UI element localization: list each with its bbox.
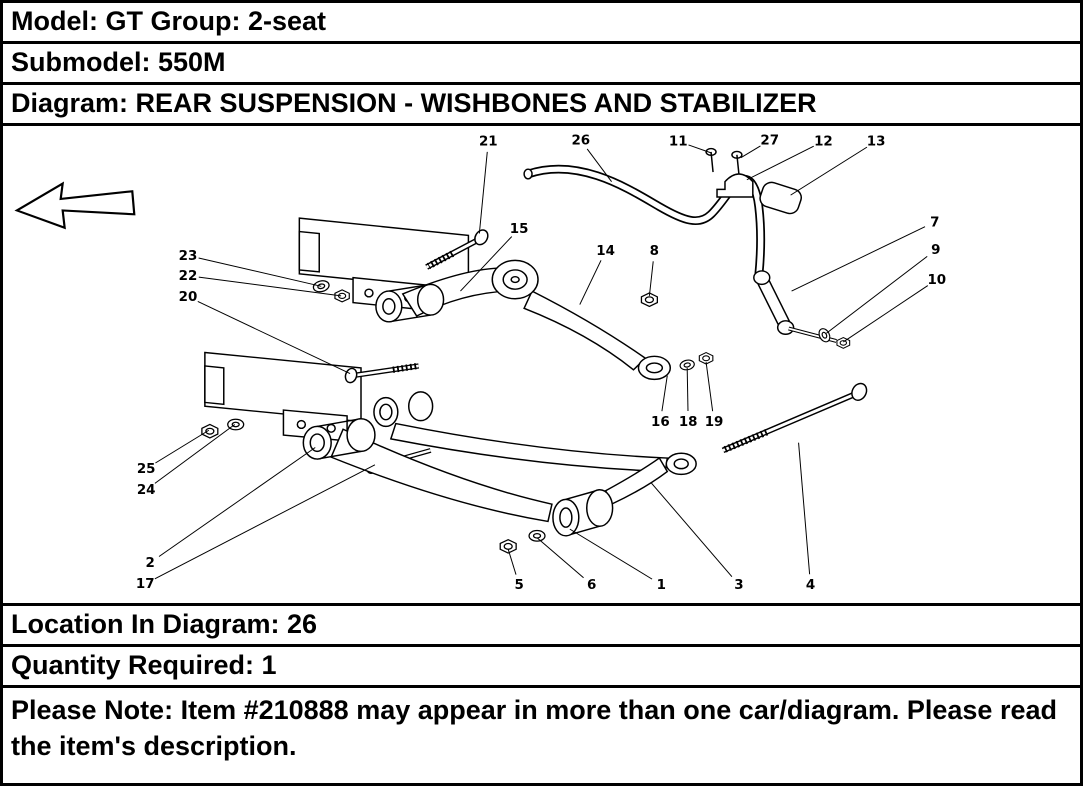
location-line: Location In Diagram: 26 <box>3 606 1080 647</box>
callout-number-3: 3 <box>734 578 743 593</box>
callout-number-12: 12 <box>814 135 833 150</box>
callout-number-25: 25 <box>137 462 156 477</box>
callout-number-18: 18 <box>679 415 698 430</box>
callout-line-1 <box>569 528 653 580</box>
callout-line-10 <box>843 285 929 343</box>
callout-line-11 <box>688 144 712 154</box>
nut-22 <box>334 289 350 303</box>
callout-line-15 <box>460 236 513 292</box>
callout-line-26 <box>586 148 613 182</box>
callout-number-10: 10 <box>927 273 946 288</box>
suspension-diagram: 2126112712131514879102322201618192524217… <box>14 134 946 593</box>
callout-number-27: 27 <box>760 134 779 149</box>
diagram-title-line: Diagram: REAR SUSPENSION - WISHBONES AND… <box>3 85 1080 126</box>
callout-line-19 <box>705 362 714 412</box>
model-line: Model: GT Group: 2-seat <box>3 3 1080 44</box>
callout-number-17: 17 <box>136 577 155 592</box>
callout-number-23: 23 <box>179 249 198 264</box>
callout-number-11: 11 <box>669 135 688 150</box>
stabilizer-clamp <box>705 147 802 215</box>
callout-line-16 <box>661 375 668 412</box>
callout-line-5 <box>507 549 517 575</box>
note-line: Please Note: Item #210888 may appear in … <box>11 695 1057 761</box>
washer-6 <box>528 529 546 542</box>
callout-line-8 <box>648 261 654 296</box>
submodel-line: Submodel: 550M <box>3 44 1080 85</box>
callout-line-17 <box>154 464 376 580</box>
callout-line-14 <box>579 260 602 305</box>
callout-line-13 <box>790 146 868 196</box>
callout-line-22 <box>198 276 342 297</box>
callout-number-24: 24 <box>137 483 156 498</box>
callout-number-8: 8 <box>650 244 659 259</box>
bolt-21 <box>425 229 489 270</box>
bolt-4 <box>721 382 868 454</box>
callout-number-9: 9 <box>931 243 940 258</box>
callout-number-6: 6 <box>587 578 596 593</box>
callout-number-4: 4 <box>806 578 815 593</box>
callout-number-1: 1 <box>657 578 666 593</box>
callout-number-16: 16 <box>651 415 670 430</box>
callout-number-20: 20 <box>179 290 198 305</box>
lower-wishbone <box>302 391 697 537</box>
callout-line-4 <box>798 442 811 575</box>
callout-line-2 <box>158 447 316 557</box>
callout-number-5: 5 <box>514 578 523 593</box>
callout-line-24 <box>154 424 236 484</box>
callout-number-2: 2 <box>146 556 155 571</box>
nut-5 <box>499 539 517 554</box>
bolt-20 <box>344 362 420 384</box>
callout-line-9 <box>826 255 928 334</box>
callout-number-26: 26 <box>571 134 590 149</box>
callout-number-7: 7 <box>930 215 939 230</box>
callout-line-18 <box>686 367 689 412</box>
upper-wishbone <box>375 259 672 381</box>
callout-line-25 <box>155 429 210 464</box>
callout-number-14: 14 <box>596 244 615 259</box>
callout-number-19: 19 <box>705 415 724 430</box>
callout-line-7 <box>791 226 926 292</box>
callout-line-6 <box>536 537 584 579</box>
callout-number-22: 22 <box>179 269 198 284</box>
direction-arrow-icon <box>14 181 136 230</box>
stabilizer-bushing-13 <box>759 181 802 215</box>
stabilizer-bar <box>523 164 766 277</box>
callout-line-23 <box>198 257 322 287</box>
callout-number-13: 13 <box>867 135 886 150</box>
nut-25 <box>201 423 219 439</box>
callout-line-12 <box>746 145 814 181</box>
callout-number-15: 15 <box>510 222 529 237</box>
quantity-line: Quantity Required: 1 <box>3 647 1080 688</box>
callout-line-3 <box>651 482 733 577</box>
callout-number-21: 21 <box>479 135 498 150</box>
callout-line-20 <box>197 301 351 375</box>
callout-line-27 <box>740 145 761 159</box>
callout-line-21 <box>478 151 488 234</box>
